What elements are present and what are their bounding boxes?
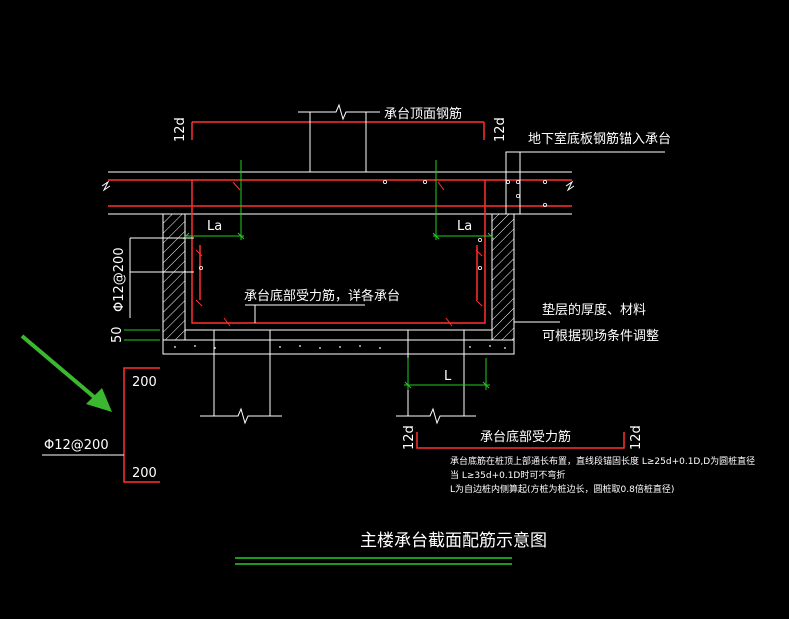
label-top-12d-right: 12d	[493, 117, 508, 142]
label-side-rebar: Φ12@200	[112, 247, 127, 312]
la-dimension-right	[432, 160, 495, 240]
label-cushion-note-1: 垫层的厚度、材料	[542, 302, 646, 318]
label-detail-200-bottom: 200	[132, 466, 157, 481]
side-rebar-detail	[123, 367, 160, 483]
bottom-rebar-detail	[416, 432, 625, 449]
note-line-2: 当 L≥35d+0.1D时可不弯折	[450, 469, 565, 481]
side-rebar-leader	[129, 237, 194, 318]
label-detail-200-top: 200	[132, 375, 157, 390]
dim-50-lines	[124, 329, 160, 341]
top-rebar-leader	[298, 103, 380, 172]
label-detail-rebar: Φ12@200	[44, 438, 109, 453]
label-bottom-note: 承台底部受力筋，详各承台	[244, 288, 400, 304]
label-dim-l: L	[444, 369, 452, 384]
cushion-dots	[174, 345, 506, 349]
label-bottom-main-rebar: 承台底部受力筋	[480, 429, 571, 445]
cap-rebar-ties	[195, 181, 483, 327]
note-line-3: L为自边桩内侧算起(方桩为桩边长，圆桩取0.8倍桩直径)	[450, 483, 674, 495]
right-wall-hatch	[491, 213, 515, 341]
label-dim-50: 50	[110, 326, 125, 343]
l-dimension	[404, 358, 490, 390]
label-top-rebar: 承台顶面钢筋	[384, 106, 462, 122]
label-la-right: La	[457, 219, 472, 234]
basement-leader	[505, 151, 665, 214]
slab-rebar	[108, 179, 572, 207]
piles	[200, 330, 476, 425]
la-dimension-left	[182, 160, 245, 240]
left-wall-hatch	[162, 213, 186, 341]
label-cushion-note-2: 可根据现场条件调整	[542, 328, 659, 344]
drawing-title: 主楼承台截面配筋示意图	[360, 531, 547, 551]
pile-cap-outline	[184, 214, 493, 331]
cushion-layer	[162, 339, 515, 355]
label-top-12d-left: 12d	[173, 117, 188, 142]
green-arrow-icon	[20, 334, 112, 412]
label-la-left: La	[207, 219, 222, 234]
label-basement-rebar: 地下室底板钢筋锚入承台	[528, 131, 671, 147]
label-bottom-12d-right: 12d	[629, 425, 644, 450]
note-line-1: 承台底筋在桩顶上部通长布置，直线段锚固长度 L≥25d+0.1D,D为圆桩直径	[450, 455, 755, 467]
label-bottom-12d-left: 12d	[402, 425, 417, 450]
basement-slab	[101, 171, 575, 215]
